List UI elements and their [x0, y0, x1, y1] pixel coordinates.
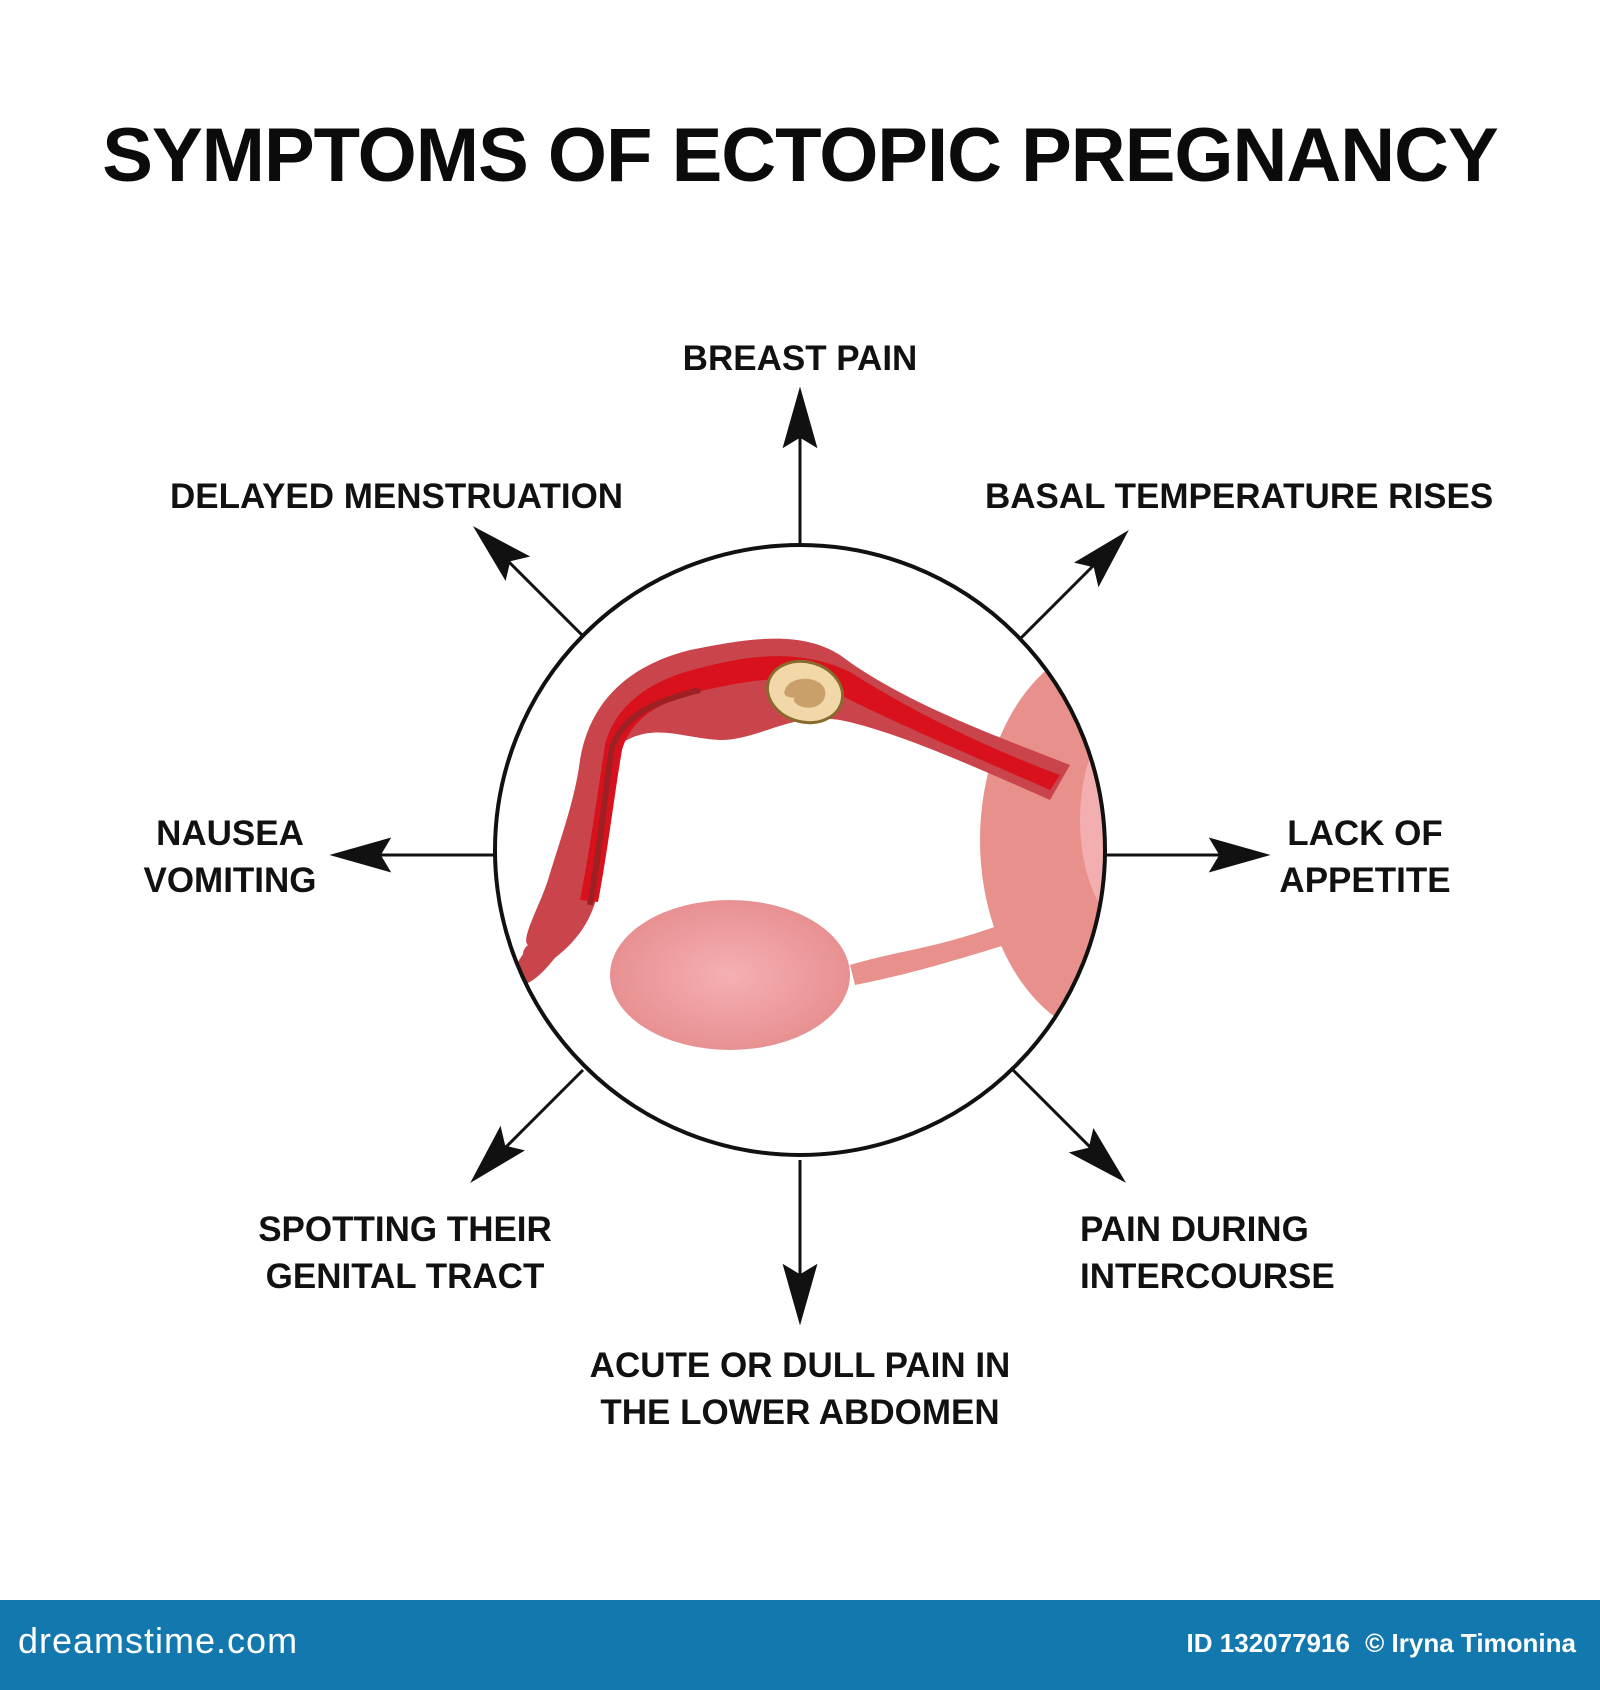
arrowhead-bottom-right [1068, 1128, 1127, 1183]
symptom-bottom-line-1: ACUTE OR DULL PAIN IN [589, 1346, 1011, 1385]
symptom-bottom-left-line-2: GENITAL TRACT [265, 1257, 545, 1296]
embryo [784, 678, 826, 708]
ovary [610, 900, 850, 1050]
image-author: © Iryna Timonina [1365, 1628, 1576, 1658]
image-id: ID 132077916 [1186, 1628, 1350, 1658]
symptom-right-line-1: LACK OF [1287, 814, 1443, 853]
arrows [329, 386, 1271, 1326]
footer-bar: dreamstime.com ID 132077916 © Iryna Timo… [0, 1600, 1600, 1690]
arrowhead-right [1208, 837, 1271, 873]
arrowhead-left [329, 837, 392, 873]
ovarian-ligament [850, 925, 1005, 985]
arrowhead-top-left [472, 526, 531, 581]
symptom-left: NAUSEA VOMITING [120, 810, 340, 904]
uterus-inner [1080, 710, 1105, 930]
page-title: SYMPTOMS OF ECTOPIC PREGNANCY [102, 113, 1498, 198]
symptom-bottom-right-line-1: PAIN DURING [1080, 1210, 1309, 1249]
symptom-bottom: ACUTE OR DULL PAIN IN THE LOWER ABDOMEN [550, 1342, 1050, 1436]
symptom-left-line-1: NAUSEA [156, 814, 304, 853]
symptom-bottom-left-line-1: SPOTTING THEIR [258, 1210, 552, 1249]
arrow-bottom-left [498, 1068, 585, 1155]
symptom-top: BREAST PAIN [682, 339, 918, 378]
symptom-bottom-right: PAIN DURING INTERCOURSE [1080, 1206, 1335, 1300]
fimbriae [512, 895, 575, 985]
symptom-bottom-left: SPOTTING THEIR GENITAL TRACT [240, 1206, 570, 1300]
symptom-bottom-right-line-2: INTERCOURSE [1080, 1257, 1335, 1296]
tube-inner-line [587, 687, 701, 906]
arrowhead-top [782, 386, 818, 449]
arrowhead-bottom [782, 1263, 818, 1326]
arrowhead-top-right [1074, 529, 1129, 588]
dreamstime-logo[interactable]: dreamstime.com [18, 1620, 299, 1661]
arrow-top-left [501, 554, 587, 640]
symptom-bottom-line-2: THE LOWER ABDOMEN [600, 1393, 1000, 1432]
symptom-right: LACK OF APPETITE [1255, 810, 1475, 904]
arrow-bottom-right [1011, 1068, 1098, 1155]
symptom-diagram [329, 386, 1271, 1326]
uterus-body [980, 640, 1105, 1040]
arrow-top-right [1015, 558, 1101, 644]
image-credit: ID 132077916 © Iryna Timonina [1179, 1628, 1576, 1659]
symptom-top-left: DELAYED MENSTRUATION [170, 477, 624, 516]
symptom-right-line-2: APPETITE [1279, 861, 1451, 900]
diagram-circle [493, 543, 1107, 1157]
anatomy-illustration [495, 545, 1105, 1155]
symptom-top-right: BASAL TEMPERATURE RISES [985, 477, 1494, 516]
symptom-left-line-2: VOMITING [143, 861, 317, 900]
arrowhead-bottom-left [470, 1125, 525, 1184]
